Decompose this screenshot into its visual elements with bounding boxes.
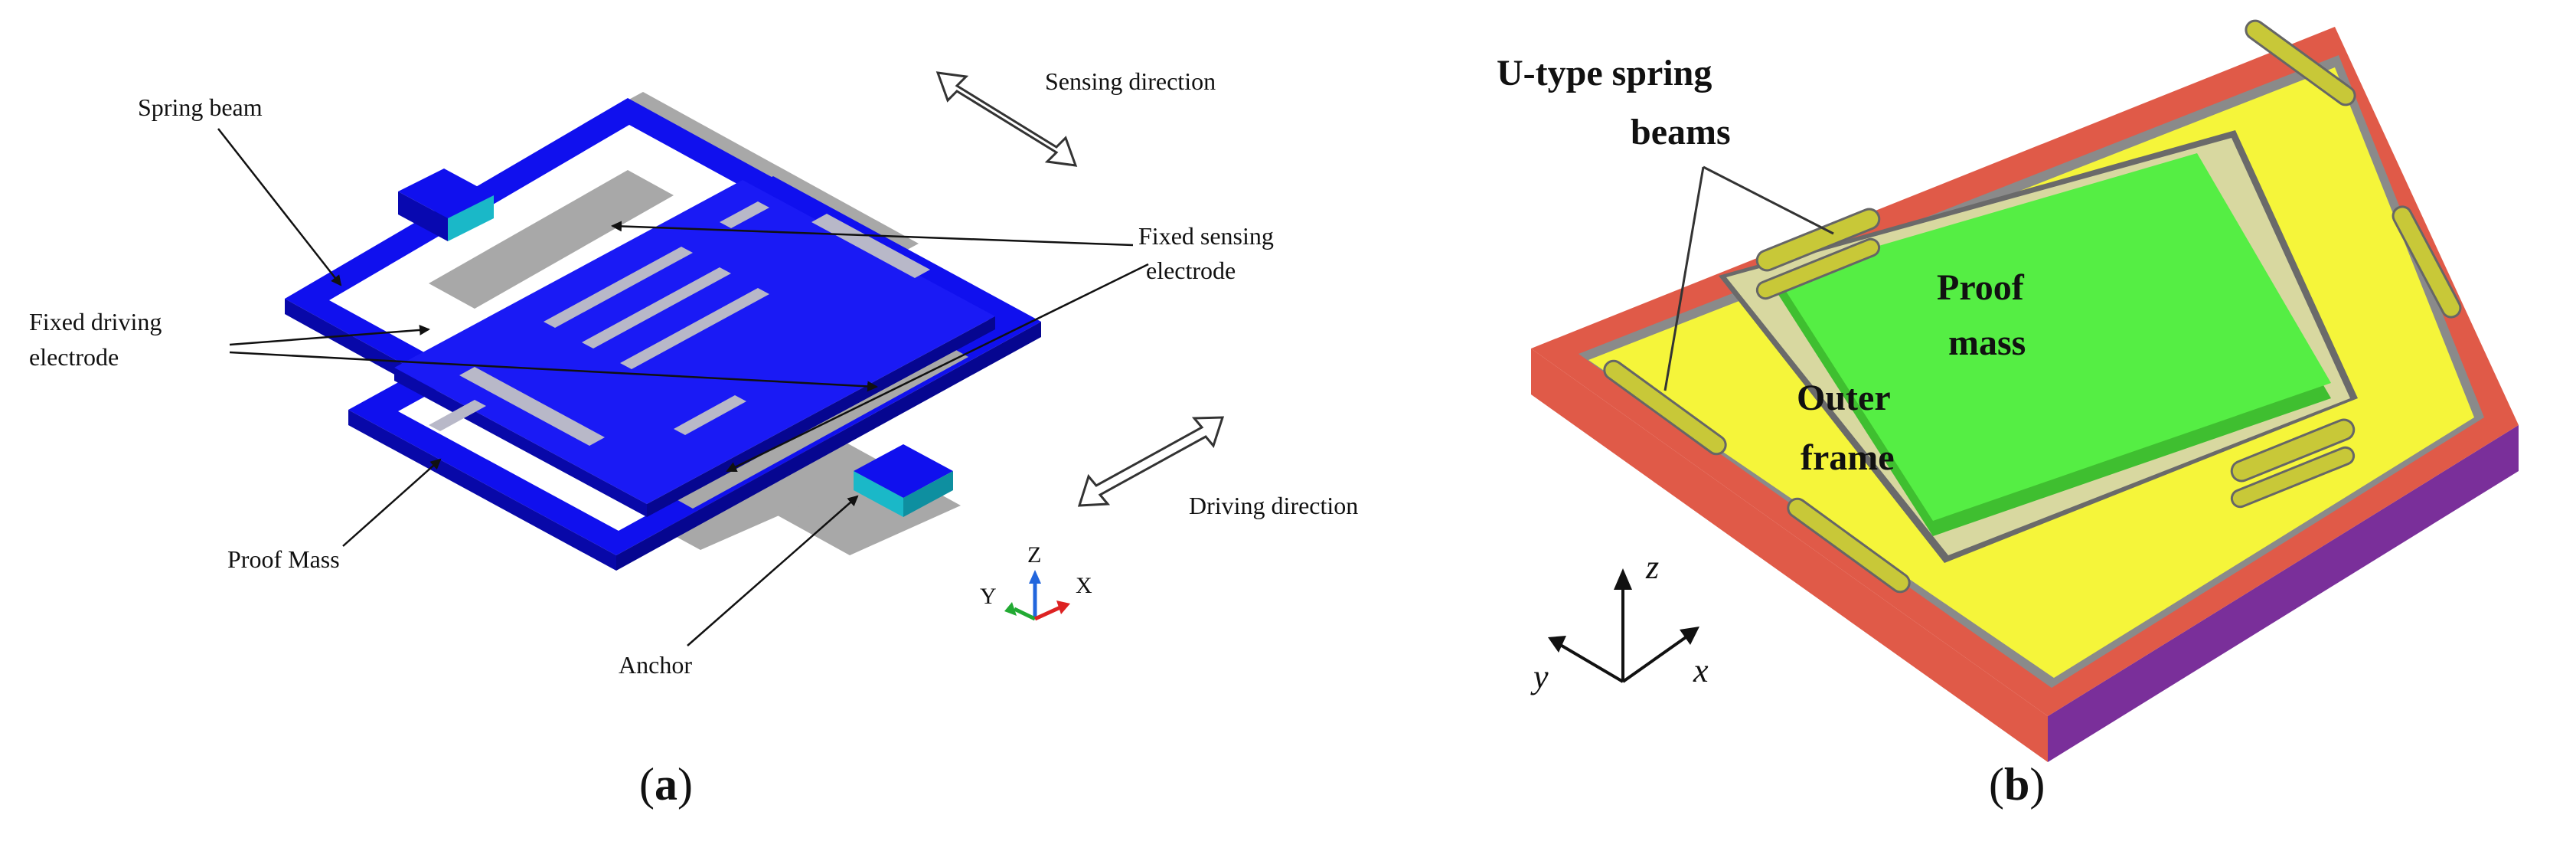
label-driving-direction: Driving direction — [1189, 492, 1359, 519]
sensing-direction-arrow — [935, 71, 1078, 167]
label-proof-2: mass — [1948, 322, 2026, 363]
label-anchor: Anchor — [619, 651, 692, 679]
label-fixed-driving-electrode-2: electrode — [29, 343, 119, 371]
axis-label-z-b: z — [1646, 548, 1660, 586]
caption-a: (a) — [639, 758, 693, 811]
axis-label-y-b: y — [1533, 658, 1549, 695]
proof-mass-slots — [429, 201, 930, 446]
leader-lines-a — [217, 128, 1149, 646]
caption-a-open: ( — [639, 759, 655, 810]
anchor-bottom-right — [854, 444, 953, 517]
label-u-type-1: U-type spring — [1497, 53, 1712, 93]
label-outer-2: frame — [1801, 437, 1895, 478]
xyz-axes-b — [1548, 568, 1699, 683]
caption-b-open: ( — [1989, 759, 2004, 810]
structure-blue — [285, 98, 1041, 571]
u-type-springs — [1603, 19, 2462, 594]
label-u-type-2: beams — [1631, 112, 1731, 152]
axis-label-x-b: x — [1693, 652, 1709, 689]
panel-b-drawing — [1531, 19, 2519, 762]
caption-a-letter: a — [654, 759, 677, 810]
driving-direction-arrow — [1077, 416, 1225, 507]
label-fixed-sensing-electrode-1: Fixed sensing — [1138, 222, 1274, 250]
frame-left-side — [1531, 349, 2048, 762]
label-outer-1: Outer — [1797, 378, 1891, 418]
caption-b-close: ) — [2029, 759, 2045, 810]
label-sensing-direction: Sensing direction — [1045, 67, 1216, 95]
axis-label-x-a: X — [1076, 573, 1092, 598]
caption-b: (b) — [1989, 758, 2045, 811]
panel-a-drawing — [217, 71, 1225, 646]
proof-mass-plate — [1776, 153, 2331, 521]
caption-b-letter: b — [2003, 759, 2030, 810]
label-proof-mass: Proof Mass — [227, 545, 340, 573]
xyz-axis-icon — [1004, 570, 1070, 621]
leader-lines-b — [1663, 165, 1834, 391]
caption-a-close: ) — [677, 759, 693, 810]
axis-label-z-a: Z — [1027, 542, 1042, 568]
label-fixed-driving-electrode-1: Fixed driving — [29, 308, 162, 335]
axis-label-y-a: Y — [980, 584, 997, 609]
label-spring-beam: Spring beam — [138, 93, 263, 121]
label-fixed-sensing-electrode-2: electrode — [1146, 257, 1236, 284]
anchor-top-left — [398, 169, 494, 241]
label-proof-1: Proof — [1937, 267, 2024, 308]
frame-right-side — [2048, 425, 2519, 762]
